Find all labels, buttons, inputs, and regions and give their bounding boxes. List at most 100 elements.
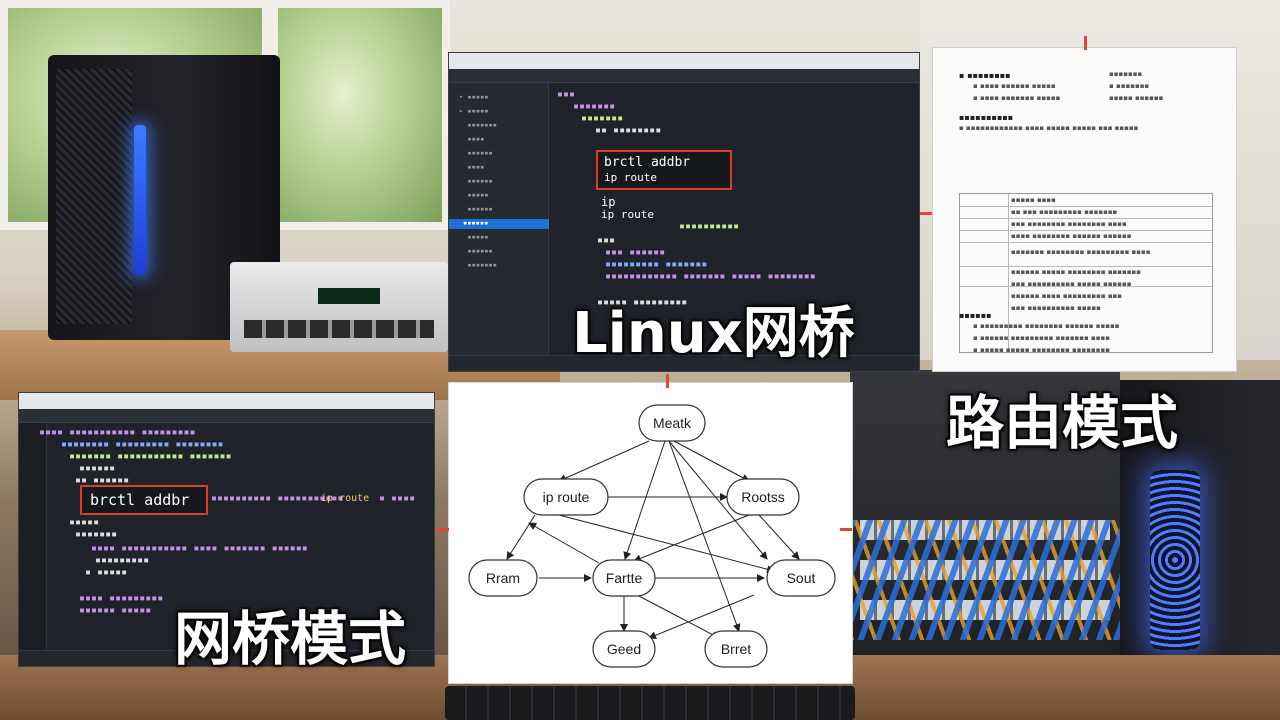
doc-heading: ▪▪▪▪▪▪	[959, 310, 992, 320]
node-label-brrett: Brret	[721, 641, 751, 657]
diagram-node	[766, 559, 836, 597]
editor-titlebar	[449, 53, 919, 69]
code-line: ▪▪▪▪ ▪▪▪▪▪▪▪▪▪▪▪ ▪▪▪▪▪▪▪▪▪	[39, 427, 196, 438]
edge	[506, 514, 536, 560]
tree-item[interactable]: ▪▪▪▪	[459, 163, 485, 171]
router-display	[318, 288, 380, 304]
highlight-command: brctl addbr	[90, 491, 190, 509]
tree-item[interactable]: ▪▪▪▪▪	[459, 233, 489, 241]
doc-line: ▪ ▪▪▪▪▪▪ ▪▪▪▪▪▪▪▪▪ ▪▪▪▪▪▪▪ ▪▪▪▪	[973, 334, 1110, 342]
doc-heading: ▪▪▪▪▪▪▪▪▪▪	[959, 112, 1014, 122]
diagram-node	[592, 559, 656, 597]
network-diagram: Meatk ip route Rootss Rram Fartte Sout G…	[448, 382, 853, 684]
edge	[673, 440, 750, 482]
tree-item[interactable]: ▪▪▪▪	[459, 135, 485, 143]
title-bridge-mode: 网桥模式	[174, 605, 407, 673]
code-line: ▪▪▪▪▪▪▪▪ ▪▪▪▪▪▪▪▪▪ ▪▪▪▪▪▪▪▪	[61, 439, 224, 450]
node-label-iproute: ip route	[543, 489, 590, 505]
code-line: ▪▪▪▪ ▪▪▪▪▪▪▪▪▪▪▪ ▪▪▪▪ ▪▪▪▪▪▪▪ ▪▪▪▪▪▪	[91, 543, 308, 554]
tree-item[interactable]: ▪▪▪▪▪	[459, 191, 489, 199]
line-gutter	[19, 423, 47, 650]
connector-mark	[840, 528, 852, 531]
doc-line: ▪▪▪▪▪▪ ▪▪▪▪ ▪▪▪▪▪▪▪▪▪ ▪▪▪	[1011, 292, 1123, 300]
tree-item-selected[interactable]: ▪▪▪▪▪▪	[449, 219, 549, 229]
tree-item[interactable]: ▪▪▪▪▪▪	[459, 149, 493, 157]
tree-item[interactable]: ▪▪▪▪▪▪	[459, 247, 493, 255]
code-line: ▪▪▪▪▪▪▪ ▪▪▪▪▪▪▪▪▪▪▪ ▪▪▪▪▪▪▪	[69, 451, 232, 462]
top-code-editor: ▾ ▪▪▪▪▪ ▸ ▪▪▪▪▪ ▪▪▪▪▪▪▪ ▪▪▪▪ ▪▪▪▪▪▪ ▪▪▪▪…	[448, 52, 920, 372]
code-line: ▪▪▪▪▪▪▪▪▪▪ ▪▪▪▪▪▪▪▪▪▪▪	[211, 493, 344, 504]
code-line: ▪▪▪▪▪▪▪	[581, 113, 624, 124]
connector-mark	[1084, 36, 1087, 50]
doc-line: ▪ ▪▪▪▪▪ ▪▪▪▪▪ ▪▪▪▪▪▪▪▪ ▪▪▪▪▪▪▪▪	[973, 346, 1110, 354]
table-row	[960, 242, 1212, 243]
document-page: ▪ ▪▪▪▪▪▪▪▪ ▪ ▪▪▪▪ ▪▪▪▪▪▪ ▪▪▪▪▪ ▪ ▪▪▪▪ ▪▪…	[932, 47, 1237, 372]
tree-item[interactable]: ▾ ▪▪▪▪▪	[459, 93, 489, 101]
node-label-rram: Rram	[486, 570, 520, 586]
editor-titlebar	[19, 393, 434, 409]
code-line-iproute: ip route	[601, 208, 654, 221]
code-line: ▪ ▪▪▪▪▪	[85, 567, 128, 578]
code-line: ▪▪▪ ▪▪▪▪▪▪	[605, 247, 666, 258]
diagram-node	[726, 478, 800, 516]
network-cables	[850, 520, 1120, 640]
connector-mark	[666, 374, 669, 388]
node-label-geed: Geed	[607, 641, 641, 657]
window-middle	[270, 0, 450, 230]
doc-line: ▪▪▪▪▪▪▪ ▪▪▪▪▪▪▪▪ ▪▪▪▪▪▪▪▪▪ ▪▪▪▪	[1011, 248, 1151, 256]
code-line: ▪▪▪	[557, 89, 576, 100]
table-divider	[1008, 194, 1009, 352]
edge	[633, 514, 750, 563]
edge	[558, 440, 650, 482]
code-line: ▪▪▪▪▪▪▪▪▪▪	[679, 221, 740, 232]
diagram-node	[468, 559, 538, 597]
table-row	[960, 266, 1212, 267]
doc-line: ▪▪▪▪ ▪▪▪▪▪▪▪▪ ▪▪▪▪▪▪ ▪▪▪▪▪▪	[1011, 232, 1132, 240]
title-route-mode: 路由模式	[946, 389, 1179, 457]
table-row	[960, 206, 1212, 207]
keyboard	[445, 686, 855, 720]
doc-line: ▪ ▪▪▪▪▪▪▪▪▪▪▪▪ ▪▪▪▪ ▪▪▪▪▪ ▪▪▪▪▪ ▪▪▪ ▪▪▪▪…	[959, 124, 1139, 132]
highlight-command-1: brctl addbr	[604, 155, 691, 170]
tree-item[interactable]: ▪▪▪▪▪▪	[459, 177, 493, 185]
code-line: ▪▪▪▪▪▪	[79, 463, 116, 474]
node-label-top: Meatk	[653, 415, 692, 431]
node-label-sout: Sout	[787, 570, 816, 586]
doc-line: ▪▪▪▪▪▪ ▪▪▪▪▪ ▪▪▪▪▪▪▪▪ ▪▪▪▪▪▪▪	[1011, 268, 1142, 276]
edge	[648, 594, 755, 640]
node-label-fartte: Fartte	[606, 570, 643, 586]
code-line: ▪ ▪▪▪▪	[379, 493, 416, 504]
tree-item[interactable]: ▸ ▪▪▪▪▪	[459, 107, 489, 115]
edge	[623, 440, 666, 560]
code-line: ▪▪ ▪▪▪▪▪▪▪▪	[595, 125, 662, 136]
tree-item[interactable]: ▪▪▪▪▪▪▪	[459, 261, 497, 269]
pc-blue-led	[134, 125, 146, 275]
highlighted-command-box: brctl addbr ip route	[596, 150, 732, 190]
code-line: ▪▪▪▪▪	[69, 517, 100, 528]
tree-item[interactable]: ▪▪▪▪▪▪▪	[459, 121, 497, 129]
doc-line: ▪ ▪▪▪▪ ▪▪▪▪▪▪ ▪▪▪▪▪	[973, 82, 1056, 90]
code-line: ▪▪▪▪▪▪▪▪▪ ▪▪▪▪▪▪▪	[605, 259, 708, 270]
table-row	[960, 218, 1212, 219]
code-line: ▪▪▪▪ ▪▪▪▪▪▪▪▪▪	[79, 593, 164, 604]
edge	[758, 514, 800, 560]
doc-line: ▪ ▪▪▪▪ ▪▪▪▪▪▪▪ ▪▪▪▪▪	[973, 94, 1061, 102]
code-line: ▪▪▪▪▪▪▪	[75, 529, 118, 540]
edge	[558, 514, 775, 574]
code-line: ▪▪▪▪▪▪▪▪▪▪▪▪ ▪▪▪▪▪▪▪ ▪▪▪▪▪ ▪▪▪▪▪▪▪▪	[605, 271, 816, 282]
doc-line: ▪▪▪ ▪▪▪▪▪▪▪▪▪▪ ▪▪▪▪▪	[1011, 304, 1101, 312]
table-row	[960, 230, 1212, 231]
editor-toolbar	[19, 409, 434, 423]
code-line-ip: ip	[601, 195, 616, 209]
doc-line: ▪▪▪▪▪▪▪	[1109, 70, 1143, 78]
tree-item[interactable]: ▪▪▪▪▪▪	[459, 205, 493, 213]
editor-statusbar	[449, 355, 919, 371]
title-linux-bridge: Linux网桥	[572, 301, 855, 366]
code-line: ▪▪ ▪▪▪▪▪▪	[75, 475, 130, 486]
diagram-node	[704, 630, 768, 668]
doc-table	[959, 193, 1213, 353]
connector-mark	[920, 212, 932, 215]
doc-line: ▪▪▪ ▪▪▪▪▪▪▪▪ ▪▪▪▪▪▪▪▪ ▪▪▪▪	[1011, 220, 1127, 228]
diagram-node	[592, 630, 656, 668]
code-line: ▪▪▪▪▪ ▪▪▪▪▪▪▪▪▪	[597, 297, 688, 308]
